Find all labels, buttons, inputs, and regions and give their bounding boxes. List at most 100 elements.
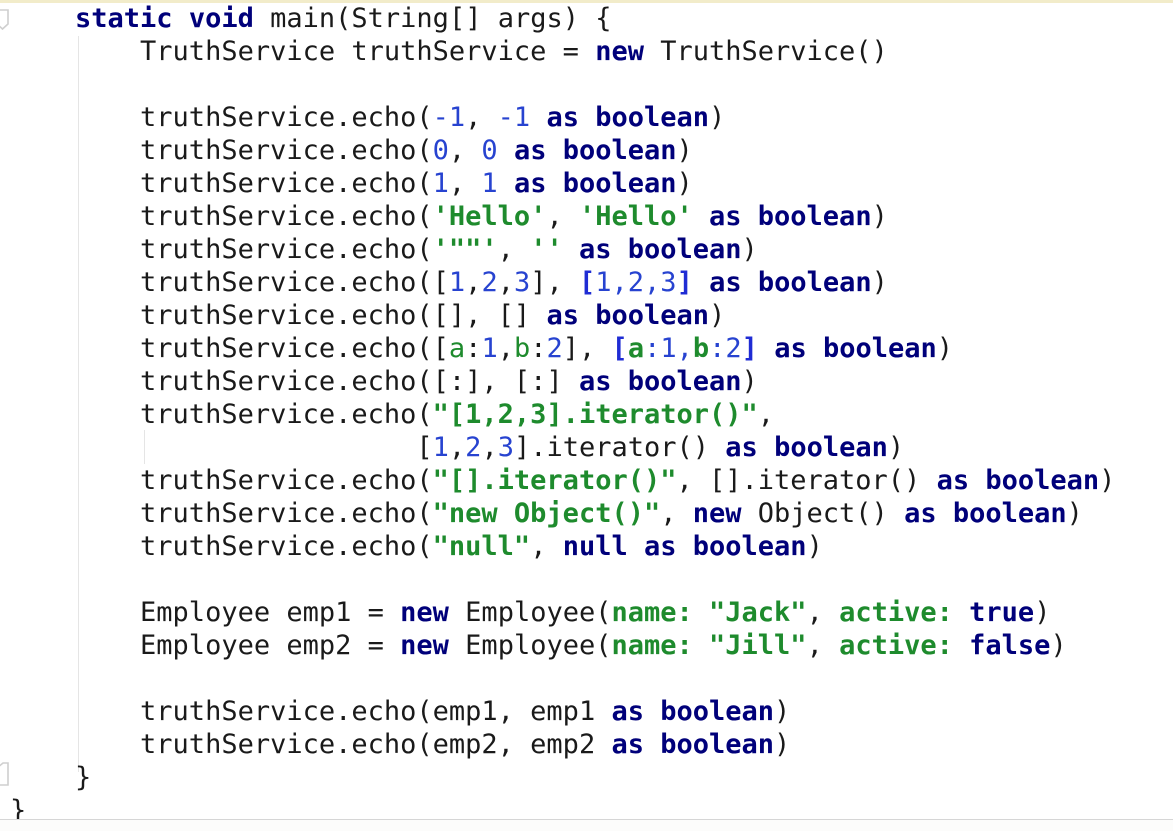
code-token: , xyxy=(448,168,482,199)
code-token: name: xyxy=(611,630,693,661)
code-token: } xyxy=(10,762,92,793)
code-token: truthService.echo([ xyxy=(10,333,449,364)
code-token: truthService.echo( xyxy=(10,234,433,265)
code-token: 1 xyxy=(432,432,449,463)
code-token xyxy=(693,597,709,628)
code-token: -1 xyxy=(432,102,466,133)
code-token: ) xyxy=(741,366,758,397)
code-token: "new Object()" xyxy=(432,498,661,529)
code-token: : xyxy=(465,333,482,364)
code-token: ], xyxy=(530,267,580,298)
code-token: as boolean xyxy=(513,135,677,166)
code-token: truthService.echo( xyxy=(10,498,433,529)
code-line[interactable]: static void main(String[] args) { xyxy=(10,2,1115,35)
code-token: 0 xyxy=(481,135,498,166)
code-token: null xyxy=(562,531,628,562)
code-token: 0 xyxy=(432,135,449,166)
code-line[interactable]: [1,2,3].iterator() as boolean) xyxy=(10,431,1115,464)
code-token xyxy=(563,234,579,265)
code-token: as boolean xyxy=(611,696,775,727)
code-token: 1 xyxy=(481,168,498,199)
code-token: ) xyxy=(774,729,791,760)
code-line[interactable]: truthService.echo(emp2, emp2 as boolean) xyxy=(10,728,1115,761)
code-token: ) xyxy=(871,201,888,232)
code-line[interactable] xyxy=(10,662,1115,695)
code-token: , xyxy=(497,267,514,298)
code-line[interactable]: truthService.echo("[].iterator()", [].it… xyxy=(10,464,1115,497)
code-token: ) xyxy=(1034,597,1051,628)
code-token: TruthService truthService = xyxy=(10,36,596,67)
code-token: main(String[] args) { xyxy=(253,3,612,34)
code-line[interactable]: truthService.echo([:], [:] as boolean) xyxy=(10,365,1115,398)
code-token: ) xyxy=(871,267,888,298)
code-token: 1 xyxy=(660,333,677,364)
code-token: a xyxy=(448,333,466,364)
code-line[interactable]: truthService.echo('Hello', 'Hello' as bo… xyxy=(10,200,1115,233)
code-line[interactable]: truthService.echo("new Object()", new Ob… xyxy=(10,497,1115,530)
code-line[interactable]: } xyxy=(10,794,1115,827)
code-token: ) xyxy=(1066,498,1083,529)
code-token: ) xyxy=(709,300,726,331)
code-line[interactable]: Employee emp2 = new Employee(name: "Jill… xyxy=(10,629,1115,662)
code-token: 2 xyxy=(546,333,563,364)
code-token: as boolean xyxy=(611,729,775,760)
code-token: as boolean xyxy=(936,465,1100,496)
code-token: truthService.echo( xyxy=(10,168,433,199)
code-token: 3 xyxy=(497,432,514,463)
code-token: truthService.echo([ xyxy=(10,267,449,298)
code-token: new xyxy=(595,36,644,67)
code-token xyxy=(693,630,709,661)
code-token xyxy=(693,201,709,232)
code-token: [ xyxy=(611,333,628,364)
code-line[interactable]: truthService.echo([1,2,3], [1,2,3] as bo… xyxy=(10,266,1115,299)
code-token: , xyxy=(448,432,466,463)
code-token: ].iterator() xyxy=(513,432,726,463)
code-line[interactable]: truthService.echo(emp1, emp1 as boolean) xyxy=(10,695,1115,728)
code-token: [ xyxy=(579,267,596,298)
code-token: "Jack" xyxy=(709,597,807,628)
gutter-marker-icon xyxy=(0,762,10,792)
code-token: , xyxy=(465,102,498,133)
code-token: as boolean xyxy=(774,333,937,364)
code-line[interactable]: truthService.echo(0, 0 as boolean) xyxy=(10,134,1115,167)
code-token: 2 xyxy=(481,267,498,298)
code-token: as boolean xyxy=(578,366,742,397)
code-token: Employee( xyxy=(448,597,612,628)
editor-top-strip xyxy=(0,0,1173,3)
code-line[interactable]: truthService.echo(1, 1 as boolean) xyxy=(10,167,1115,200)
code-token: static xyxy=(75,3,173,34)
code-token: , xyxy=(660,498,693,529)
code-token: void xyxy=(188,3,254,34)
code-token: ) xyxy=(676,135,693,166)
code-area[interactable]: static void main(String[] args) { TruthS… xyxy=(0,0,1115,827)
code-token: 1 xyxy=(448,267,466,298)
code-line[interactable]: Employee emp1 = new Employee(name: "Jack… xyxy=(10,596,1115,629)
code-token: , xyxy=(806,597,840,628)
code-line[interactable]: truthService.echo("null", null as boolea… xyxy=(10,530,1115,563)
code-line[interactable] xyxy=(10,563,1115,596)
code-token: : xyxy=(644,333,661,364)
code-line[interactable]: truthService.echo([a:1,b:2], [a:1,b:2] a… xyxy=(10,332,1115,365)
code-token: Object() xyxy=(741,498,905,529)
code-token: Employee( xyxy=(448,630,612,661)
code-line[interactable]: truthService.echo("[1,2,3].iterator()", xyxy=(10,398,1115,431)
code-token: new xyxy=(400,630,449,661)
code-line[interactable]: truthService.echo('""', '' as boolean) xyxy=(10,233,1115,266)
code-token: 1 xyxy=(432,168,449,199)
code-token: name: xyxy=(611,597,693,628)
code-token xyxy=(530,102,546,133)
code-line[interactable] xyxy=(10,68,1115,101)
code-line[interactable]: truthService.echo([], [] as boolean) xyxy=(10,299,1115,332)
code-token: , xyxy=(757,399,775,430)
code-token: truthService.echo( xyxy=(10,465,433,496)
code-line[interactable]: } xyxy=(10,761,1115,794)
code-line[interactable]: TruthService truthService = new TruthSer… xyxy=(10,35,1115,68)
code-token: active: xyxy=(839,597,953,628)
code-token: new xyxy=(692,498,742,529)
code-token: , xyxy=(448,135,482,166)
code-token: true xyxy=(969,597,1035,628)
code-line[interactable]: truthService.echo(-1, -1 as boolean) xyxy=(10,101,1115,134)
code-token: as boolean xyxy=(709,201,872,232)
code-token: : xyxy=(709,333,726,364)
